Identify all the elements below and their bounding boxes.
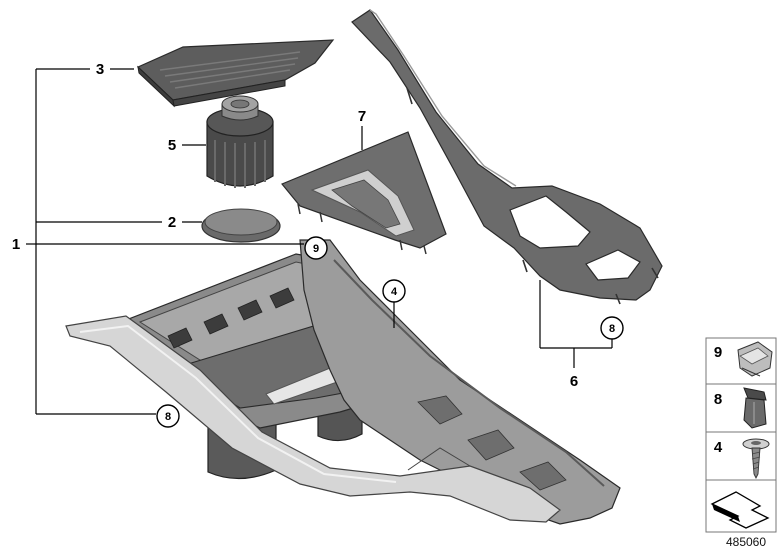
callout-8-right: 8 — [609, 323, 615, 335]
callout-4: 4 — [391, 286, 398, 298]
part-cup-holder — [206, 95, 274, 188]
callout-3: 3 — [96, 61, 104, 78]
legend-item-8: 8 — [714, 387, 767, 429]
part-round-mat — [201, 208, 281, 243]
callout-2: 2 — [168, 214, 176, 231]
legend-num-9: 9 — [714, 344, 722, 361]
legend-arrow-item — [710, 491, 770, 529]
callout-circle-9: 9 — [304, 236, 328, 260]
callout-6: 6 — [570, 373, 578, 390]
part-console-carrier — [65, 239, 621, 525]
callout-5: 5 — [168, 137, 176, 154]
legend-num-8: 8 — [714, 391, 722, 408]
part-console-trim — [351, 9, 663, 305]
callout-1: 1 — [12, 236, 20, 253]
callout-8-left: 8 — [165, 411, 171, 423]
callouts: 1 2 3 5 7 6 9 4 8 8 — [12, 61, 624, 428]
callout-9: 9 — [313, 243, 319, 255]
callout-circle-4: 4 — [382, 279, 406, 303]
part-tray-mat — [136, 39, 335, 108]
part-shift-trim — [281, 131, 447, 255]
screw-icon — [742, 438, 770, 480]
clip-nut-icon — [737, 341, 773, 377]
arrow-symbol-icon — [710, 491, 770, 529]
parts-legend: 9 8 4 — [705, 337, 777, 533]
leader-lines — [26, 68, 613, 415]
expansion-clip-icon — [743, 387, 767, 429]
legend-item-4: 4 — [714, 438, 770, 480]
callout-circle-8-left: 8 — [156, 404, 180, 428]
catalog-number: 485060 — [726, 535, 766, 549]
callout-7: 7 — [358, 108, 366, 125]
legend-num-4: 4 — [714, 439, 723, 456]
callout-circle-8-right: 8 — [600, 316, 624, 340]
legend-item-9: 9 — [714, 341, 773, 377]
